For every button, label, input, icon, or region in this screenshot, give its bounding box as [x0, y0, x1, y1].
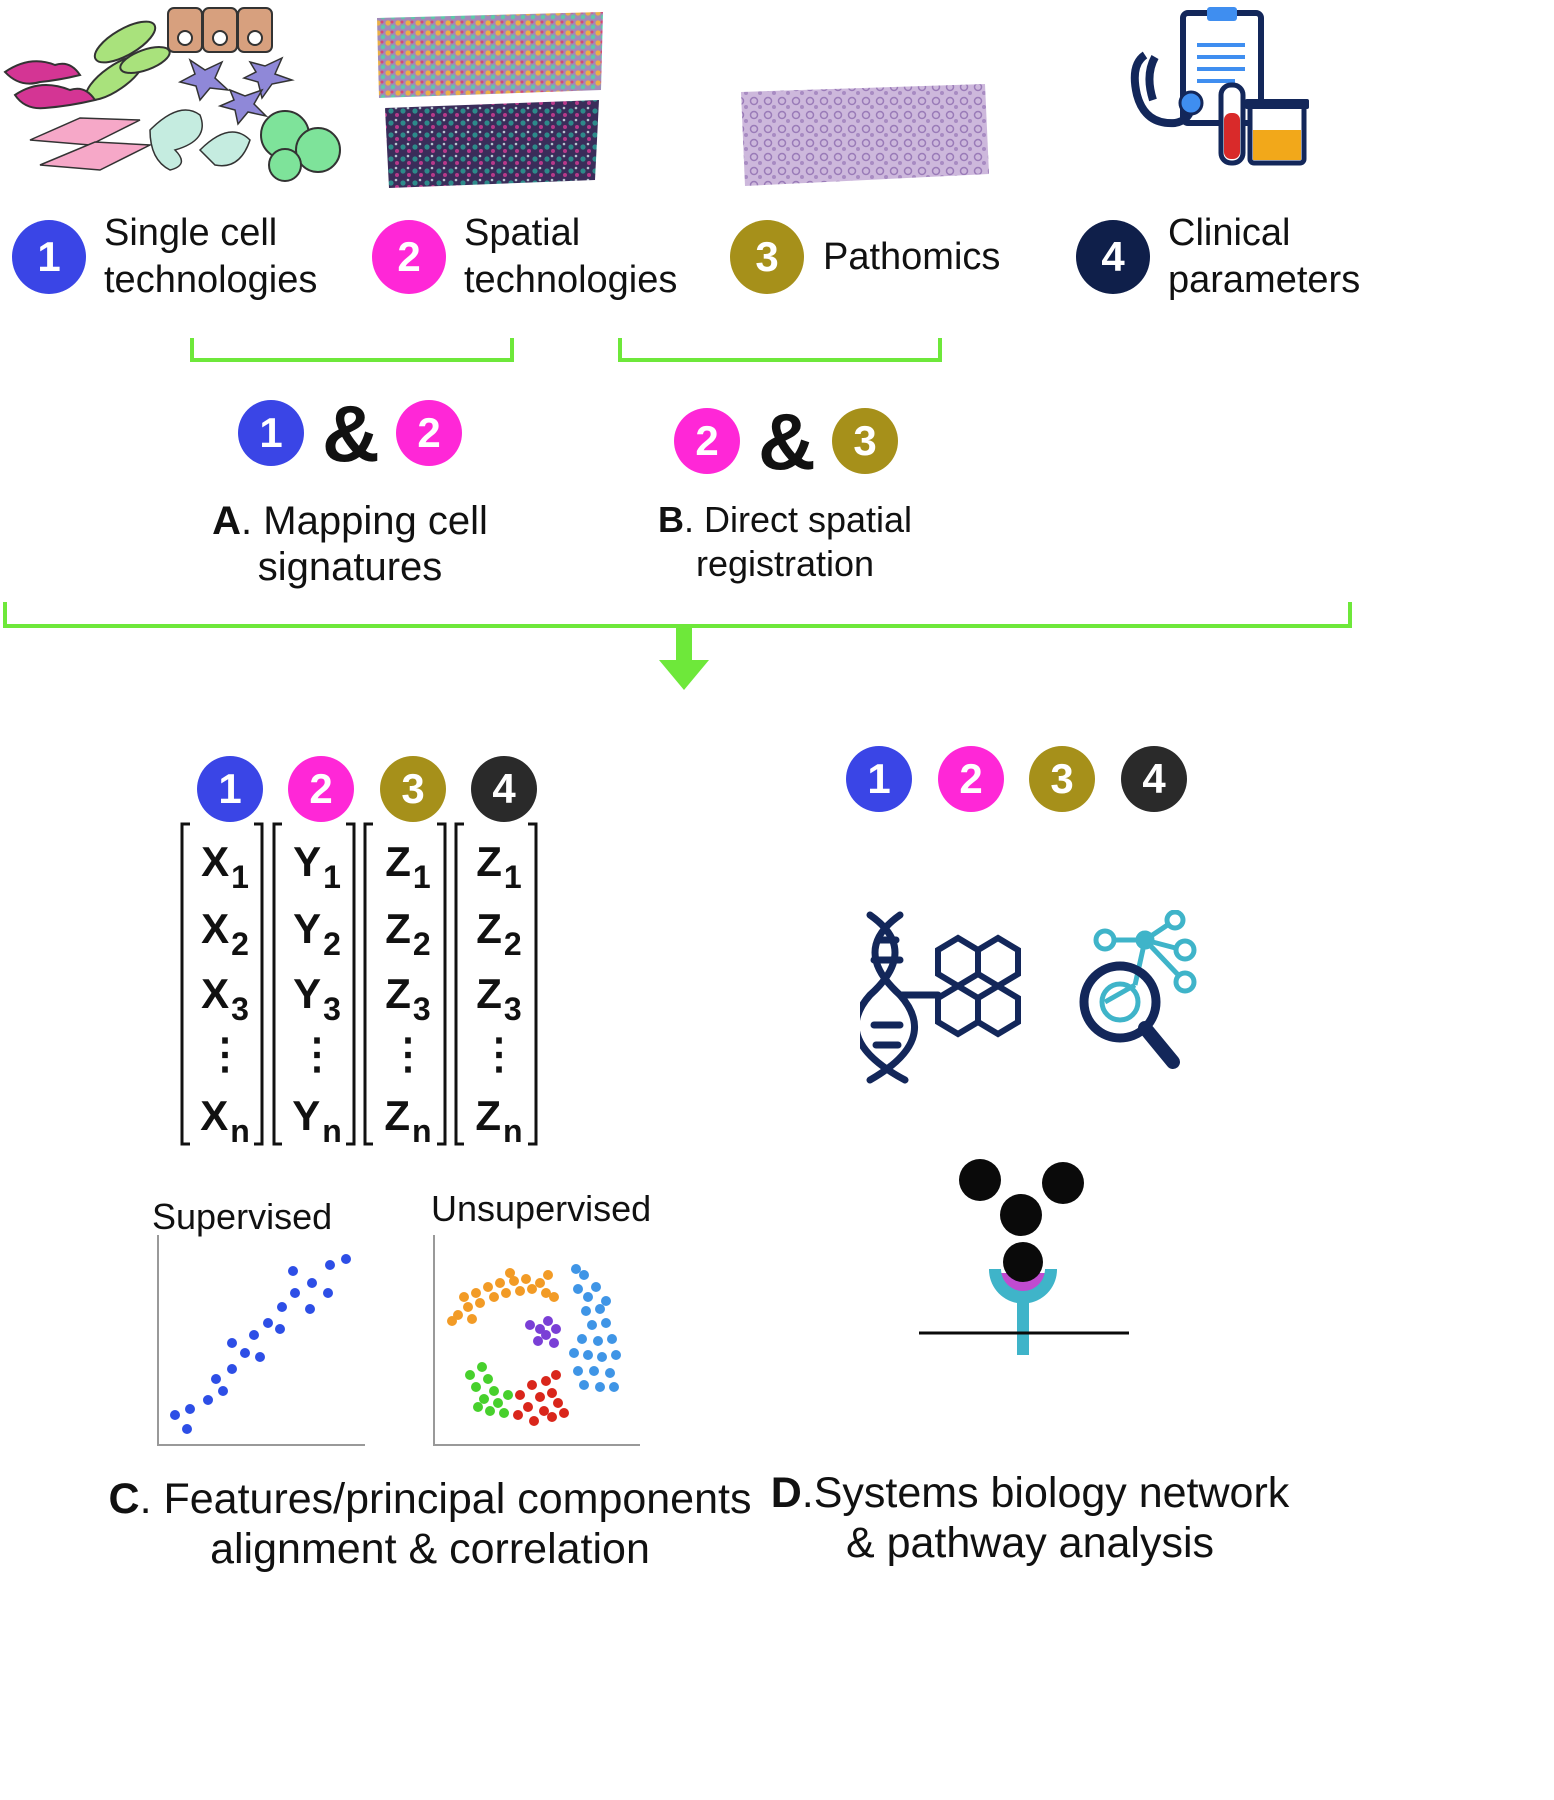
matrix-ellipsis: ⋮: [296, 1030, 338, 1077]
step-1-circle: 1: [12, 220, 86, 294]
matrix-brackets: [180, 822, 538, 1146]
matrix-cell: Z2: [476, 905, 522, 962]
caption-d: D.Systems biology network & pathway anal…: [770, 1469, 1290, 1567]
right-circle-2: 2: [938, 746, 1004, 812]
receptor-ligand-icon: [919, 1159, 1129, 1355]
right-circle-3: 3: [1029, 746, 1095, 812]
supervised-plot: [157, 1235, 365, 1446]
magnifier-network-icon: [1079, 910, 1197, 1069]
unsupervised-plot: [433, 1235, 640, 1446]
matrix-cell: X1: [201, 838, 249, 895]
step-2-circle: 2: [372, 220, 446, 294]
right-circle-4: 4: [1121, 746, 1187, 812]
matrix-circle-1: 1: [197, 756, 263, 822]
matrix-cell: Z3: [476, 970, 522, 1027]
caption-c: C. Features/principal components alignme…: [108, 1475, 752, 1573]
unsupervised-title: Unsupervised: [431, 1188, 652, 1229]
supervised-title: Supervised: [152, 1196, 333, 1237]
step-2-label: Spatial technologies: [464, 212, 678, 301]
matrix-circle-2: 2: [288, 756, 354, 822]
matrix-cell: Z2: [385, 905, 431, 962]
matrix-cell: Y2: [293, 905, 341, 962]
step-1-label: Single cell technologies: [104, 212, 318, 301]
step-4-label: Clinical parameters: [1168, 212, 1361, 301]
green-connectors: [3, 338, 1352, 690]
matrix-ellipsis: ⋮: [387, 1030, 429, 1077]
spatial-tissue-images: [377, 12, 603, 188]
matrix-cell: Yn: [292, 1092, 342, 1149]
pair-b-ampersand: &: [758, 397, 816, 486]
pair-b-circle-3: 3: [832, 408, 898, 474]
matrix-cell: Z1: [476, 838, 522, 895]
single-cell-illustration: [3, 7, 341, 182]
dna-network-icon: [860, 911, 1021, 1084]
matrix-ellipsis: ⋮: [478, 1030, 520, 1077]
matrix-circle-3: 3: [380, 756, 446, 822]
pair-a-circle-2: 2: [396, 400, 462, 466]
step-4-circle: 4: [1076, 220, 1150, 294]
matrix-cell: Z1: [385, 838, 431, 895]
matrix-ellipsis: ⋮: [204, 1030, 246, 1077]
matrix-cell: Z3: [385, 970, 431, 1027]
caption-a: A. Mapping cell signatures: [212, 499, 488, 589]
clinical-icon: [1130, 7, 1309, 166]
matrix-cell: X2: [201, 905, 249, 962]
pair-b-circle-2: 2: [674, 408, 740, 474]
pair-a-circle-1: 1: [238, 400, 304, 466]
step-3-circle: 3: [730, 220, 804, 294]
step-3-label: Pathomics: [823, 236, 1001, 278]
matrix-cell: Zn: [384, 1092, 432, 1149]
pair-a-ampersand: &: [322, 389, 380, 478]
matrix-circle-4: 4: [471, 756, 537, 822]
pathomics-tissue-image: [741, 84, 989, 186]
matrix-cell: X3: [201, 970, 249, 1027]
right-circle-1: 1: [846, 746, 912, 812]
caption-b: B. Direct spatial registration: [657, 499, 913, 584]
matrix-cell: Y3: [293, 970, 341, 1027]
matrix-cell: Xn: [200, 1092, 250, 1149]
matrix-cell: Y1: [293, 838, 341, 895]
matrix-cell: Zn: [475, 1092, 523, 1149]
